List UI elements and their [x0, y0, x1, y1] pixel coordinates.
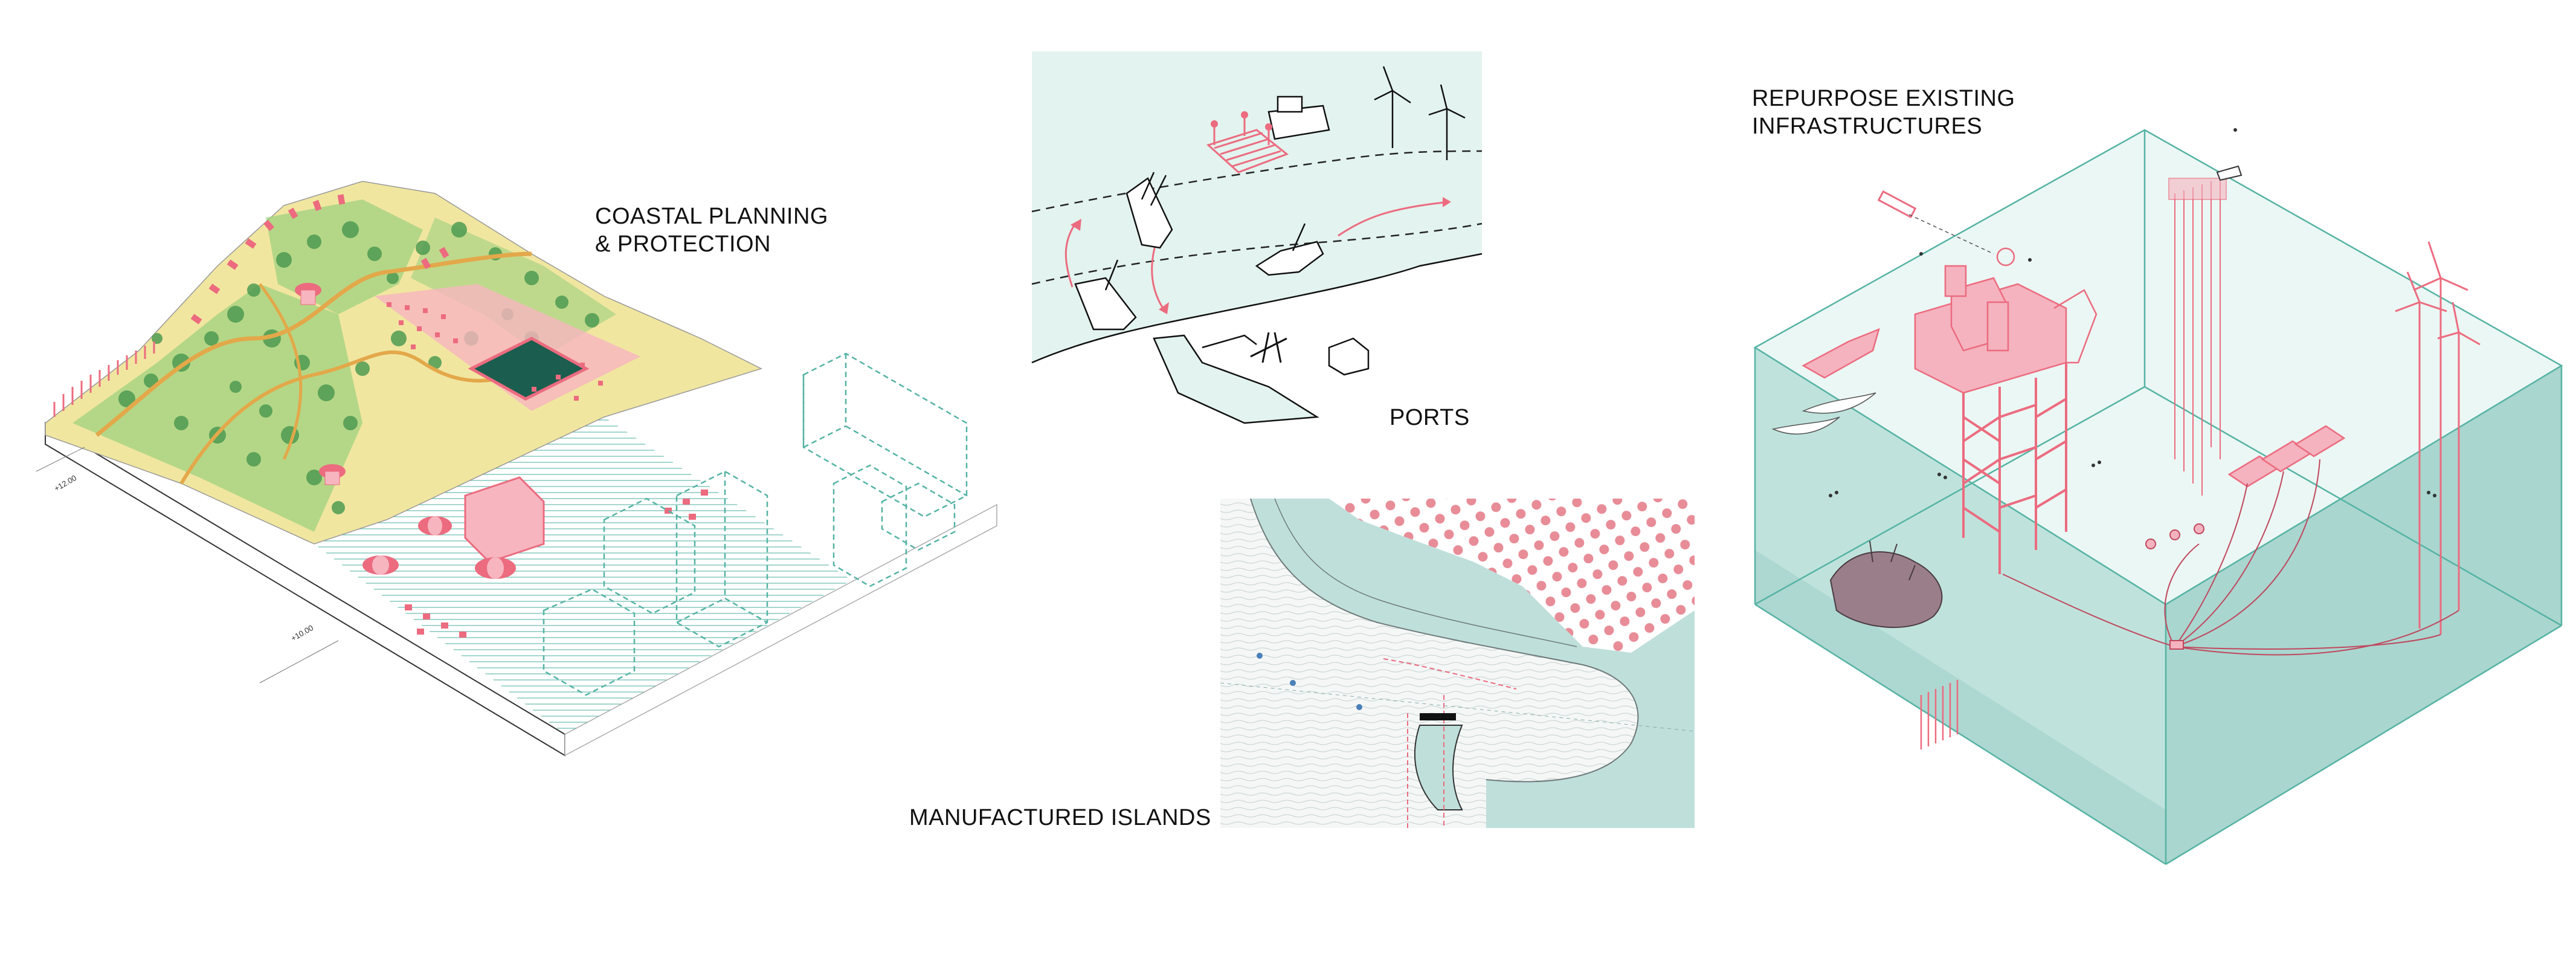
box-right: [2166, 366, 2562, 864]
ship-icons: [1074, 95, 1330, 331]
cable-hub: [2169, 640, 2184, 650]
ports-diagram: [1031, 51, 1483, 433]
pink-fence: [190, 194, 449, 325]
shipping-lane-upper: [1031, 150, 1483, 213]
dimension-line-a: [36, 447, 85, 472]
mooring-platform: [1206, 118, 1289, 173]
islands-diagram: [1220, 498, 1695, 828]
oil-platform: [1914, 265, 2098, 394]
seabed-band-left: [1755, 550, 2166, 864]
shipping-lane-lower: [1031, 222, 1483, 285]
reef-plants: [1869, 540, 1916, 581]
arrow-head-c: [1443, 197, 1451, 207]
floating-array: [1329, 499, 1695, 653]
aquaculture-lines: [2168, 178, 2227, 496]
island-harbour: [1414, 725, 1463, 810]
small-boat: [2216, 165, 2243, 181]
ports-shoreline: [1031, 253, 1483, 364]
island-pink-lines: [1383, 658, 1517, 828]
small-fish: [1829, 128, 2436, 497]
coastal-path-c: [259, 283, 303, 461]
box-top: [1755, 130, 2562, 604]
coastal-pool: [468, 337, 590, 401]
arrow-head-b: [1071, 219, 1081, 231]
island-edge-a: [1250, 498, 1639, 783]
coral-reef: [1829, 551, 1943, 629]
striped-domes: [362, 516, 516, 579]
coastal-path-a: [95, 251, 532, 437]
pink-markers: [53, 341, 155, 417]
ports-land: [1032, 254, 1482, 433]
coastal-slab-right: [564, 503, 997, 757]
coastal-diagram: [36, 181, 997, 757]
island-pier: [1420, 713, 1456, 720]
beach-umbrellas: [387, 302, 603, 401]
repurpose-title-line2: INFRASTRUCTURES: [1752, 114, 1983, 139]
seabed-structure: [1920, 680, 1959, 749]
white-sails: [1771, 392, 1876, 435]
green-zone-a: [72, 284, 362, 532]
repurpose-title-line1: REPURPOSE EXISTING: [1752, 86, 2015, 111]
arrow-ship-path-b: [1064, 223, 1077, 288]
green-zone-c: [411, 218, 616, 357]
port-wind-turbines: [1374, 66, 1466, 160]
arrow-ship-path-c: [1338, 201, 1444, 237]
mooring-buoys: [1211, 111, 1272, 131]
platform-dish: [1996, 247, 2015, 267]
island-edge-b: [1274, 498, 1577, 647]
dashed-buildings: [543, 352, 968, 696]
port-piers: [1153, 334, 1319, 424]
shore-building: [464, 476, 545, 563]
coastal-title-line2: & PROTECTION: [595, 231, 771, 257]
island-contours: [1220, 499, 1638, 828]
water-cabanas: [405, 490, 708, 638]
pink-boat: [1802, 328, 1880, 379]
coastal-path-b: [179, 350, 545, 485]
floating-solar: [2227, 425, 2346, 488]
satellite-icon: [1877, 190, 1994, 254]
island-trees: [1257, 653, 1362, 710]
arrow-head-a: [1159, 302, 1169, 314]
pavilions: [295, 283, 346, 485]
hatched-water: [314, 417, 852, 734]
coastal-title-line1: COASTAL PLANNING: [595, 204, 828, 229]
dimension-line-b: [259, 640, 339, 684]
offshore-wind-turbines: [2395, 241, 2481, 635]
infrastructure-diagram: [1753, 128, 2563, 865]
ports-title: PORTS: [1389, 405, 1470, 430]
subsea-cables: [2002, 459, 2459, 656]
port-warehouse: [1328, 337, 1370, 376]
box-edges: [1753, 129, 2563, 865]
cable-connectors: [2145, 523, 2204, 549]
islands-title: MANUFACTURED ISLANDS: [909, 805, 1211, 830]
port-cranes: [1250, 332, 1287, 363]
box-left: [1755, 348, 2166, 864]
platform-legs: [1962, 363, 2067, 574]
